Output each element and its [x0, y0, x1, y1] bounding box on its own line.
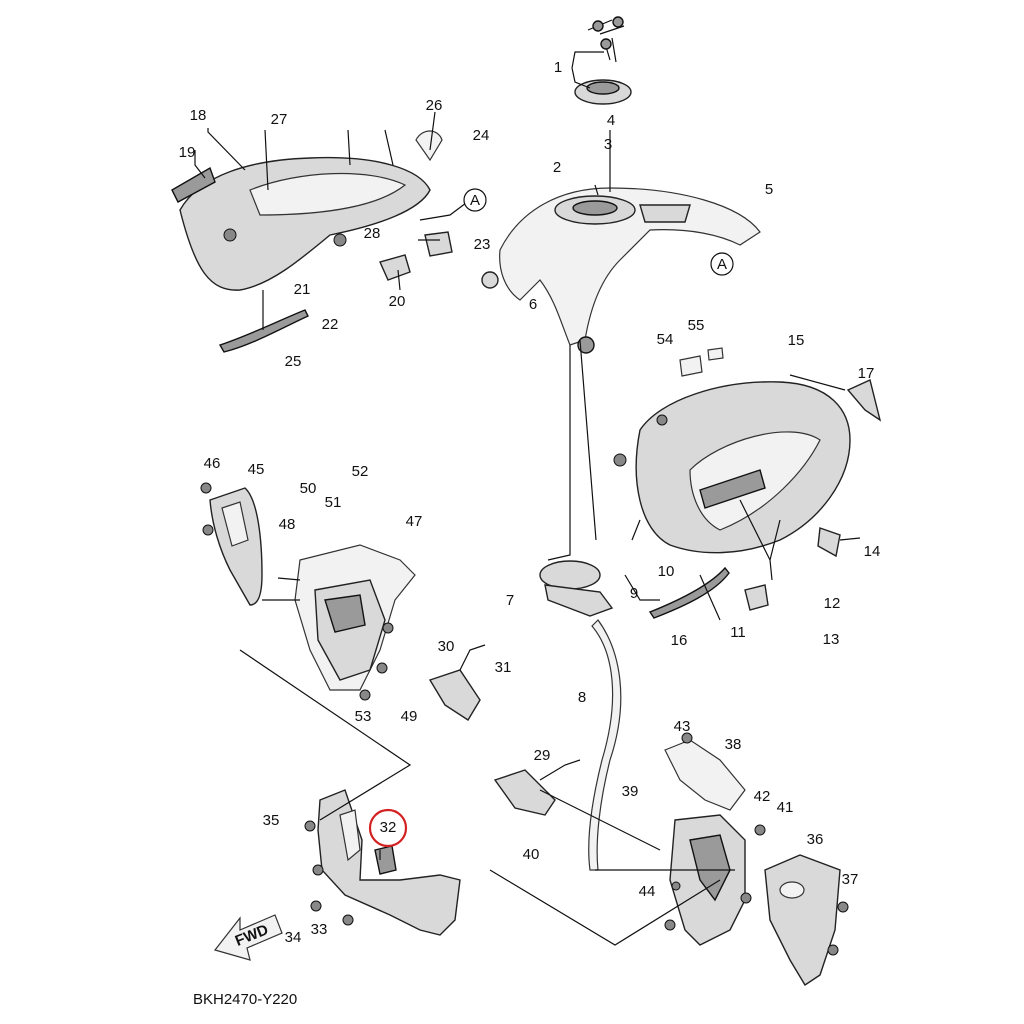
right-tank-cover [613, 347, 851, 554]
part-label[interactable]: 49 [401, 708, 418, 725]
part-label[interactable]: 28 [364, 225, 381, 242]
left-tank-cover [171, 156, 431, 353]
part-label[interactable]: 18 [190, 107, 207, 124]
part-label[interactable]: 26 [426, 97, 443, 114]
part-label[interactable]: 2 [553, 159, 561, 176]
part-label[interactable]: 53 [355, 708, 372, 725]
part-label[interactable]: 9 [630, 585, 638, 602]
part-label[interactable]: 29 [534, 747, 551, 764]
right-side-assembly [664, 732, 849, 986]
part-label[interactable]: 20 [389, 293, 406, 310]
part-label[interactable]: 14 [864, 543, 881, 560]
mount-brackets [428, 644, 581, 816]
part-label[interactable]: 46 [204, 455, 221, 472]
seals-and-clips [648, 379, 882, 619]
diagram-code: BKH2470-Y220 [193, 991, 297, 1008]
part-label[interactable]: 10 [658, 563, 675, 580]
part-label[interactable]: 36 [807, 831, 824, 848]
ref-marker-label: A [470, 192, 480, 209]
ref-marker-label: A [717, 256, 727, 273]
part-label[interactable]: 41 [777, 799, 794, 816]
reference-marker-a-right: A [710, 252, 734, 276]
part-label[interactable]: 43 [674, 718, 691, 735]
part-label[interactable]: 7 [506, 592, 514, 609]
part-label[interactable]: 15 [788, 332, 805, 349]
fuel-tank [481, 187, 761, 354]
part-label[interactable]: 37 [842, 871, 859, 888]
part-drawings [171, 16, 882, 986]
part-label[interactable]: 23 [474, 236, 491, 253]
leader-lines [194, 51, 861, 946]
part-label[interactable]: 38 [725, 736, 742, 753]
part-label[interactable]: 31 [495, 659, 512, 676]
reference-marker-a-left: A [463, 188, 487, 212]
key-set [574, 16, 632, 105]
part-label[interactable]: 35 [263, 812, 280, 829]
part-label[interactable]: 11 [730, 624, 746, 641]
part-label[interactable]: 47 [406, 513, 423, 530]
filler-drain-assembly [539, 560, 622, 871]
part-label[interactable]: 33 [311, 921, 328, 938]
highlight-circle [368, 808, 408, 848]
part-label[interactable]: 34 [285, 929, 302, 946]
left-inner-duct [294, 544, 416, 701]
part-label[interactable]: 55 [688, 317, 705, 334]
part-labels: 1 2 3 4 5 6 7 8 9 10 11 12 13 14 15 16 1… [179, 59, 881, 946]
small-brackets [379, 130, 453, 281]
part-label[interactable]: 17 [858, 365, 875, 382]
part-label[interactable]: 21 [294, 281, 311, 298]
part-label[interactable]: 40 [523, 846, 540, 863]
part-label[interactable]: 5 [765, 181, 773, 198]
part-label[interactable]: 50 [300, 480, 317, 497]
part-label[interactable]: 45 [248, 461, 265, 478]
part-label[interactable]: 52 [352, 463, 369, 480]
part-label[interactable]: 54 [657, 331, 674, 348]
part-label[interactable]: 3 [604, 136, 612, 153]
part-label[interactable]: 24 [473, 127, 490, 144]
part-label[interactable]: 48 [279, 516, 296, 533]
front-lower-cowl [304, 789, 461, 936]
part-label[interactable]: 1 [554, 59, 562, 76]
part-label[interactable]: 22 [322, 316, 339, 333]
part-label[interactable]: 39 [622, 783, 639, 800]
part-label[interactable]: 44 [639, 883, 656, 900]
part-label[interactable]: 25 [285, 353, 302, 370]
part-label[interactable]: 19 [179, 144, 196, 161]
fwd-arrow [213, 914, 283, 961]
part-label[interactable]: 30 [438, 638, 455, 655]
part-label[interactable]: 6 [529, 296, 537, 313]
part-label[interactable]: 27 [271, 111, 288, 128]
part-label[interactable]: 51 [325, 494, 342, 511]
part-label[interactable]: 4 [607, 112, 615, 129]
part-label-highlighted[interactable]: 32 [380, 819, 397, 836]
part-label[interactable]: 12 [824, 595, 841, 612]
part-label[interactable]: 16 [671, 632, 688, 649]
part-label[interactable]: 8 [578, 689, 586, 706]
part-label[interactable]: 42 [754, 788, 771, 805]
part-label[interactable]: 13 [823, 631, 840, 648]
left-side-panel [200, 482, 263, 606]
